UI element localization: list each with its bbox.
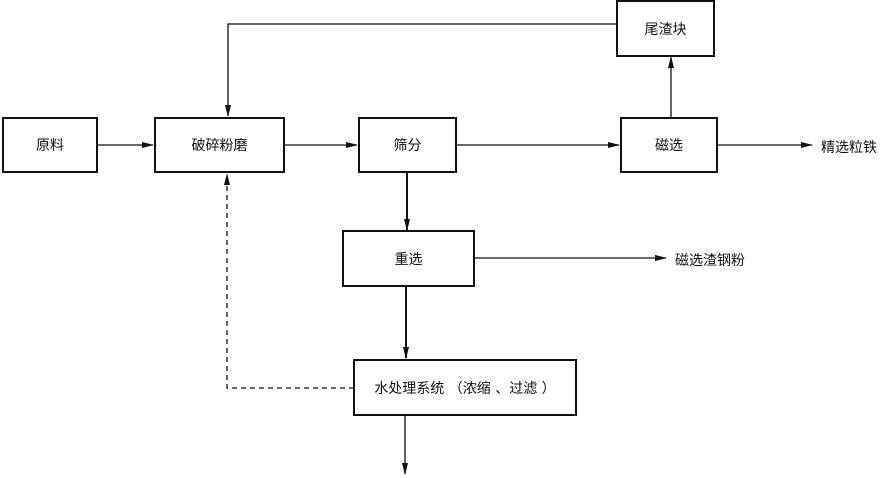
output-refined-iron-granules: 精选粒铁 <box>821 140 877 156</box>
node-tailing-slag-block: 尾渣块 <box>616 0 715 57</box>
node-label: 筛分 <box>393 138 422 154</box>
node-label: 破碎粉磨 <box>191 138 248 154</box>
node-gravity-separation: 重选 <box>342 230 475 287</box>
node-label: 原料 <box>36 138 64 154</box>
node-magnetic-separation: 磁选 <box>620 117 718 173</box>
node-label: 尾渣块 <box>644 21 687 38</box>
edge-tailing-to-crushing <box>225 23 617 117</box>
node-label: 磁选 <box>655 138 683 154</box>
node-crushing-grinding: 破碎粉磨 <box>154 117 285 173</box>
node-label: 水处理系统 （浓缩 、过滤 ） <box>374 380 556 397</box>
node-raw-material: 原料 <box>2 117 98 173</box>
output-magnetic-slag-steel-powder: 磁选渣钢粉 <box>675 253 745 269</box>
node-water-treatment: 水处理系统 （浓缩 、过滤 ） <box>353 359 577 416</box>
node-label: 重选 <box>394 251 423 268</box>
node-screening: 筛分 <box>358 117 457 173</box>
edge-water-to-crushing-dashed <box>224 173 354 389</box>
